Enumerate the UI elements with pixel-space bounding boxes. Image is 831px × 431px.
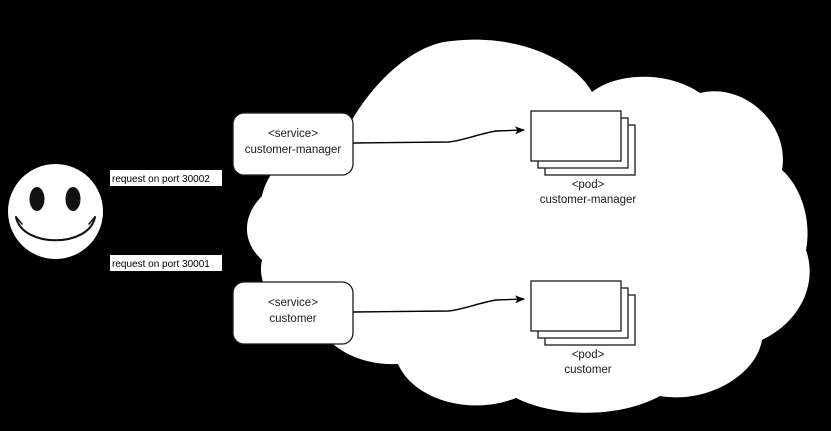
pod-name: customer (564, 364, 611, 376)
request-label-30002: request on port 30002 (110, 170, 222, 186)
smiley-mouth-left-tick-icon (15, 216, 23, 225)
smiley-right-eye-icon (65, 187, 81, 211)
service-stereotype: <service> (268, 128, 318, 140)
request-label-text: request on port 30002 (112, 174, 210, 185)
pod-stereotype: <pod> (572, 179, 605, 191)
service-stereotype: <service> (268, 297, 318, 309)
service-box (232, 281, 354, 345)
request-label-background (110, 255, 222, 271)
smiley-mouth-icon (15, 216, 96, 242)
smiley-left-eye-icon (29, 187, 45, 211)
kubernetes-cluster-cloud (246, 39, 810, 413)
pod-customer-manager[interactable]: <pod> customer-manager (530, 110, 637, 206)
service-name: customer-manager (245, 144, 342, 156)
pod-replica-front (530, 280, 622, 332)
smiley-face-user (8, 164, 103, 259)
service-customer[interactable]: <service> customer (232, 281, 354, 345)
pod-replica-front (530, 110, 622, 162)
service-customer-manager[interactable]: <service> customer-manager (232, 112, 354, 176)
connection-service-to-pod-customer (352, 295, 525, 313)
pod-customer[interactable]: <pod> customer (530, 280, 636, 376)
smiley-mouth-right-tick-icon (88, 216, 96, 225)
request-label-text: request on port 30001 (112, 259, 210, 270)
smiley-face-icon (8, 164, 103, 259)
request-label-30001: request on port 30001 (110, 255, 222, 271)
service-name: customer (269, 313, 316, 325)
pod-name: customer-manager (540, 194, 637, 206)
pod-stereotype: <pod> (572, 349, 605, 361)
connection-service-to-pod-customer-manager (352, 126, 525, 144)
cloud-shape-icon (246, 39, 810, 413)
service-box (232, 112, 354, 176)
request-label-background (110, 170, 222, 186)
